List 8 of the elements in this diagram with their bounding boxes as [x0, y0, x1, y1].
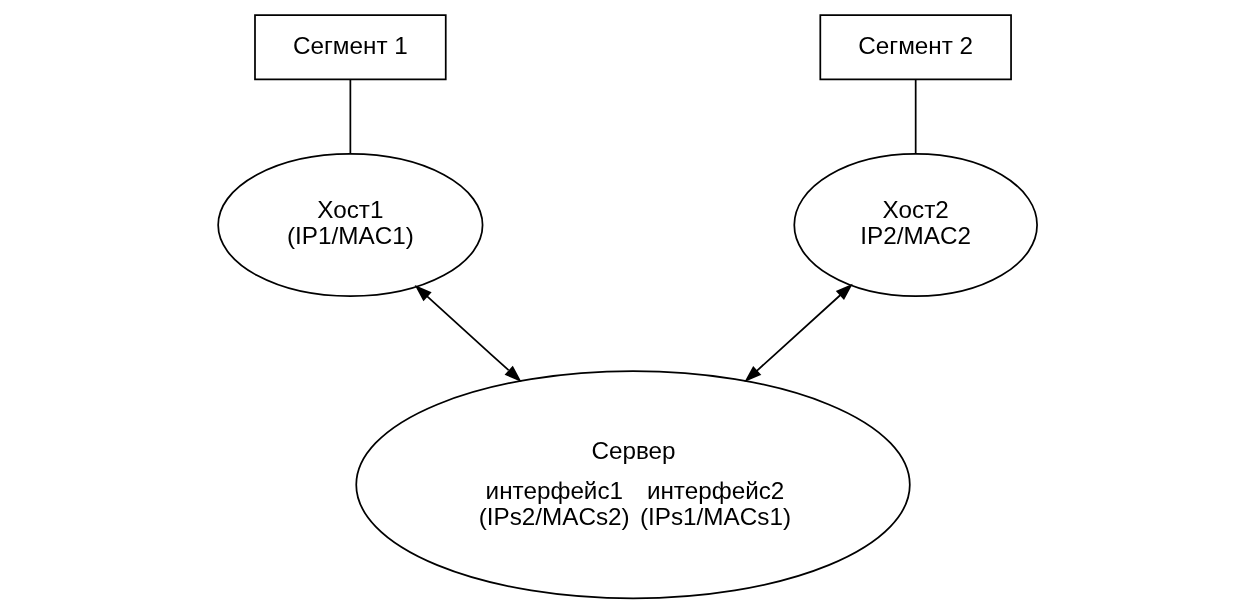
arrow	[744, 283, 853, 383]
node-box: Сегмент 1	[254, 14, 447, 81]
connector	[349, 78, 352, 155]
node-box: Сегмент 2	[819, 14, 1012, 81]
connector	[914, 78, 917, 155]
node-ellipse: Сервер интерфейс1 (IPs2/MACs2) интерфейс2 (IPs1/MACs1)	[355, 370, 911, 600]
arrow	[414, 285, 522, 382]
node-ellipse: Хост1 (IP1/MAC1)	[217, 153, 484, 298]
